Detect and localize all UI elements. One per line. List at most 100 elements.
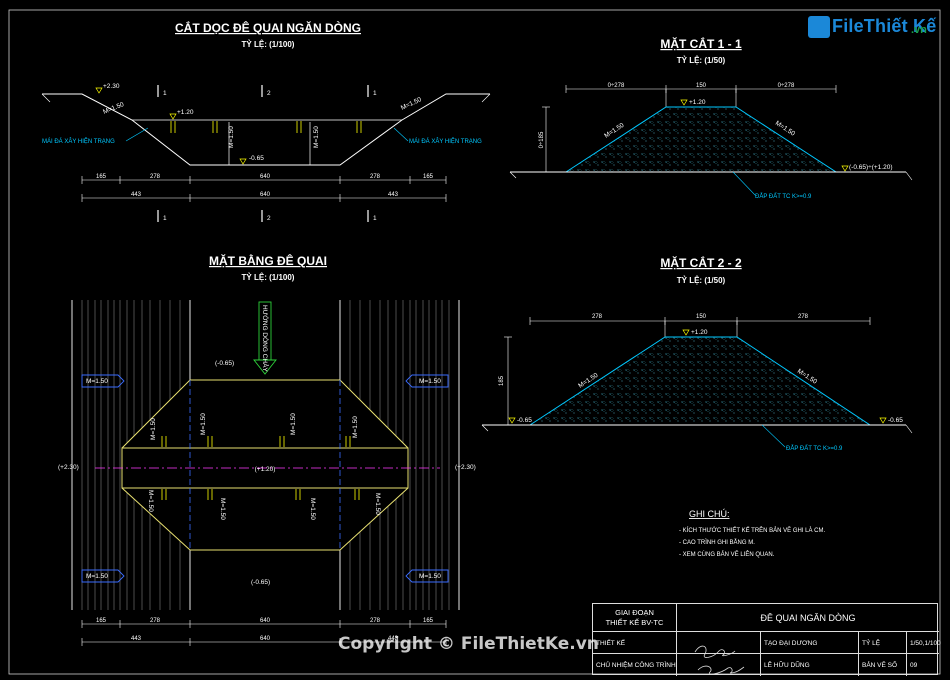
long-dim-1: 165 — [96, 174, 107, 180]
plan-slope-5: M=1.50 — [147, 490, 154, 512]
title-block: GIAI ĐOẠN THIẾT KẾ BV-TC ĐÊ QUAI NGĂN DÒ… — [592, 603, 941, 676]
signature-image — [694, 645, 745, 675]
plan-slope-8: M=1.50 — [374, 493, 381, 515]
plan-dimensions — [81, 620, 447, 646]
sec11-title: MẶT CẮT 1 - 1 — [660, 36, 742, 51]
plan-left-slope-hatch — [81, 300, 181, 610]
elev-marker-icon — [95, 87, 103, 94]
slope-arrow-icon — [405, 569, 449, 583]
long-sec-mark-1d: 1 — [373, 215, 377, 222]
site-logo[interactable]: FileThiết Kế .vn — [808, 14, 944, 42]
key-1: TỶ LỆ — [859, 632, 907, 654]
slope-arrow-icon — [81, 374, 125, 388]
plan-slope-1: M=1.50 — [150, 418, 157, 440]
plan-title: MẶT BẰNG ĐÊ QUAI — [209, 253, 327, 268]
sec11-scale: TỶ LỆ: (1/50) — [677, 56, 726, 65]
plan-dim-6: 443 — [131, 636, 142, 642]
key-2: BẢN VẼ SỐ — [859, 654, 907, 676]
long-elev-bottom: -0.65 — [249, 155, 264, 162]
long-dim-4: 278 — [370, 174, 381, 180]
long-slope-mid-a: M=1.50 — [228, 126, 235, 148]
sec11-crest: +1.20 — [689, 99, 706, 106]
plan-slope-3: M=1.50 — [290, 413, 297, 435]
sec22-crest: +1.20 — [691, 329, 708, 336]
sec11-height: 0÷185 — [539, 131, 545, 148]
plan-arrow-label-3: M=1.50 — [419, 378, 441, 385]
copyright-watermark: Copyright © FileThietKe.vn — [338, 634, 599, 654]
sec11-dimensions — [542, 85, 837, 173]
plan-blue-guides — [189, 380, 341, 550]
notes-item-1: - KÍCH THƯỚC THIẾT KẾ TRÊN BẢN VẼ GHI LÀ… — [679, 526, 826, 534]
long-dim-8: 443 — [388, 192, 399, 198]
sec22-left-elev: -0.65 — [517, 417, 532, 424]
flow-arrow-icon — [253, 301, 277, 375]
plan-dim-8: 443 — [388, 636, 399, 642]
sec22-scale: TỶ LỆ: (1/50) — [677, 276, 726, 285]
plan-flow-label: HƯỚNG DÒNG CHẢY — [261, 305, 270, 372]
long-slope-left: M=1.50 — [102, 101, 125, 116]
drawing-frame — [8, 9, 941, 675]
long-left-note: MÁI ĐÁ XÂY HIỆN TRẠNG — [42, 137, 115, 145]
sec22-right-elev: -0.65 — [888, 417, 903, 424]
notes-title: GHI CHÚ: — [689, 509, 730, 519]
sec22-height: 185 — [499, 375, 505, 386]
signature-1 — [677, 632, 761, 654]
sec22-dimensions — [504, 317, 871, 426]
plan-dam-outline — [121, 379, 409, 551]
plan-slope-7: M=1.50 — [309, 498, 316, 520]
role-1: THIẾT KẾ — [593, 632, 677, 654]
plan-arrow-label-1: M=1.50 — [86, 378, 108, 385]
long-sec-mark-1a: 1 — [163, 90, 167, 97]
plan-slope-arrows — [81, 374, 449, 583]
long-sec-mark-1c: 1 — [163, 215, 167, 222]
plan-slope-4: M=1.50 — [352, 416, 359, 438]
long-sec-mark-2a: 2 — [267, 90, 271, 97]
view-long-section: CẮT DỌC ĐÊ QUAI NGĂN DÒNG TỶ LỆ: (1/100)… — [41, 20, 491, 222]
value-2: 09 — [910, 661, 918, 669]
title-block-project: ĐÊ QUAI NGĂN DÒNG — [677, 604, 939, 632]
view-section-2-2: MẶT CẮT 2 - 2 TỶ LỆ: (1/50) 278 150 278 … — [481, 255, 913, 452]
long-dim-5: 165 — [423, 174, 434, 180]
notes-item-2: - CAO TRÌNH GHI BẰNG M. — [679, 538, 755, 546]
slope-arrow-icon — [81, 569, 125, 583]
notes: GHI CHÚ: - KÍCH THƯỚC THIẾT KẾ TRÊN BẢN … — [679, 509, 826, 558]
role-2: CHỦ NHIỆM CÔNG TRÌNH — [593, 654, 677, 676]
plan-elev-bottom: (-0.65) — [251, 579, 270, 586]
long-dimensions — [81, 176, 447, 202]
elev-marker-icon — [682, 329, 690, 336]
sec11-dim-2: 150 — [696, 83, 707, 89]
long-slope-mid-b: M=1.50 — [313, 126, 320, 148]
plan-slope-6: M=1.50 — [219, 498, 226, 520]
plan-dim-3: 640 — [260, 618, 271, 624]
slope-arrow-icon — [405, 374, 449, 388]
plan-arrow-label-2: M=1.50 — [86, 573, 108, 580]
elev-marker-icon — [879, 417, 887, 424]
plan-dim-2: 278 — [150, 618, 161, 624]
view-long-title: CẮT DỌC ĐÊ QUAI NGĂN DÒNG — [175, 20, 361, 35]
long-crest-ticks — [170, 121, 362, 133]
elev-marker-icon — [680, 99, 688, 106]
sec22-dim-2: 150 — [696, 314, 707, 320]
long-dim-3: 640 — [260, 174, 271, 180]
sec22-dim-1: 278 — [592, 314, 603, 320]
plan-elev-left: (+2.30) — [58, 464, 79, 471]
elev-marker-icon — [508, 417, 516, 424]
plan-dim-5: 165 — [423, 618, 434, 624]
signature-2 — [677, 654, 761, 676]
sec22-dim-3: 278 — [798, 314, 809, 320]
sec11-right-elev: (-0.65)÷(+1.20) — [849, 164, 893, 171]
long-elev-crest: +1.20 — [177, 109, 194, 116]
view-long-scale: TỶ LỆ: (1/100) — [242, 40, 295, 49]
value-1: 1/50,1/100 — [910, 639, 941, 647]
title-block-row-2: CHỦ NHIỆM CÔNG TRÌNH LÊ HỮU DŨNG BẢN VẼ … — [593, 654, 939, 676]
plan-arrow-label-4: M=1.50 — [419, 573, 441, 580]
plan-dim-7: 640 — [260, 636, 271, 642]
logo-mark-icon — [808, 16, 830, 38]
long-dim-7: 640 — [260, 192, 271, 198]
notes-item-3: - XEM CÙNG BẢN VẼ LIÊN QUAN. — [679, 550, 775, 558]
plan-dim-4: 278 — [370, 618, 381, 624]
plan-elev-crest: (+1.20) — [255, 466, 276, 473]
title-block-row-1: THIẾT KẾ TẠO ĐẠI DƯƠNG TỶ LỆ 1/50,1/100 — [593, 632, 941, 654]
plan-dim-1: 165 — [96, 618, 107, 624]
